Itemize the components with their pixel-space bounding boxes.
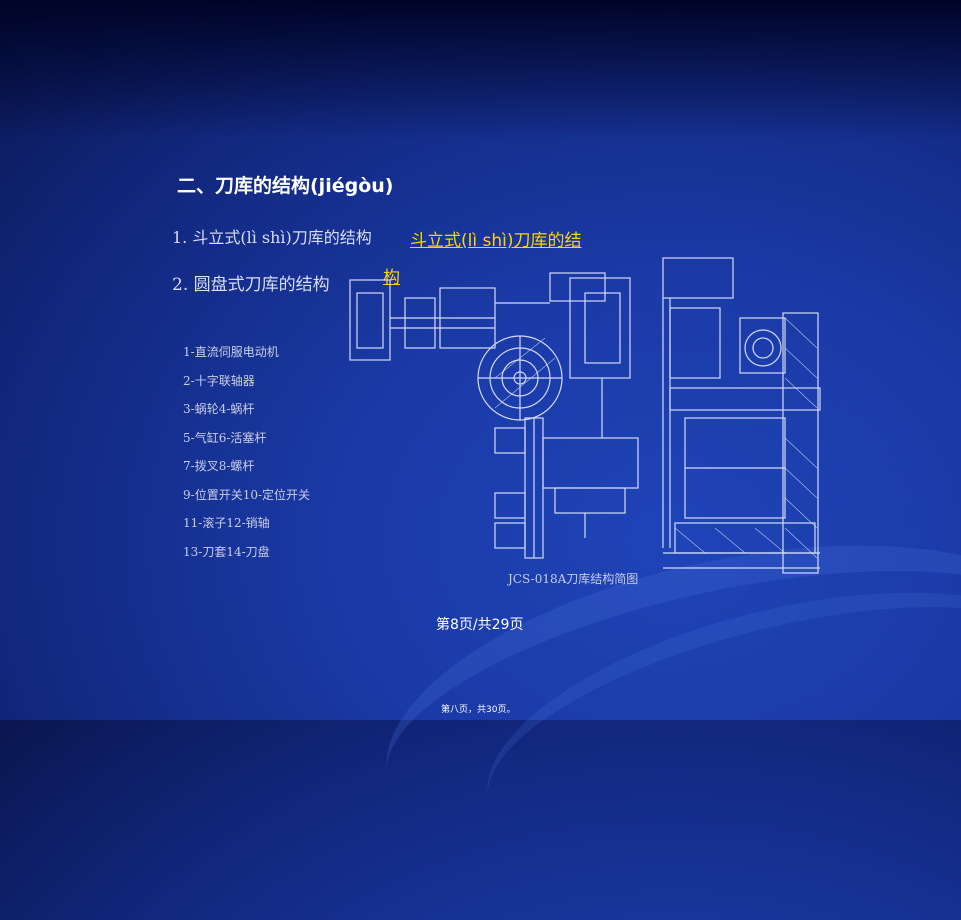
item-disc-magazine: 2. 圆盘式刀库的结构: [172, 275, 330, 295]
legend-item: 3-蜗轮4-蜗杆: [183, 402, 255, 416]
legend-item: 5-气缸6-活塞杆: [183, 430, 267, 445]
legend-item: 11-滚子12-销轴: [183, 516, 270, 530]
legend-item: 9-位置开关10-定位开关: [183, 487, 311, 502]
legend-item: 7-拨叉8-螺杆: [183, 459, 255, 473]
background-top-shade: [0, 0, 961, 140]
item-vertical-magazine: 1. 斗立式(lì shì)刀库的结构: [172, 228, 372, 247]
parts-legend: 1-直流伺服电动机 2-十字联轴器 3-蜗轮4-蜗杆 5-气缸6-活塞杆 7-拨…: [183, 342, 310, 570]
section-title: 二、刀库的结构(jiégòu): [177, 175, 394, 197]
drawing-caption: JCS-018A刀库结构简图: [508, 572, 639, 586]
page-number: 第8页/共29页: [436, 617, 524, 633]
legend-item: 2-十字联轴器: [183, 373, 255, 388]
footer-page-number: 第八页，共30页。: [441, 705, 516, 715]
legend-item: 13-刀套14-刀盘: [183, 544, 270, 559]
tool-magazine-drawing: [349, 257, 821, 574]
legend-item: 1-直流伺服电动机: [183, 345, 279, 359]
hyperlink-vertical-magazine[interactable]: 斗立式(lì shì)刀库的结: [410, 231, 582, 251]
hyperlink-vertical-magazine-wrap[interactable]: 构: [383, 268, 400, 288]
